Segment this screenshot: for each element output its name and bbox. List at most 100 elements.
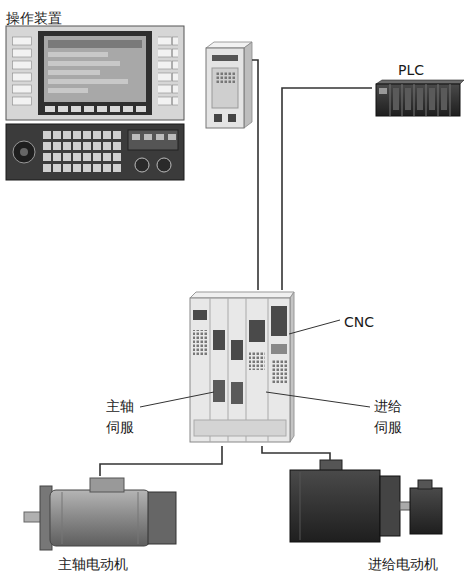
operator-keyboard	[13, 141, 35, 163]
feed-motor	[410, 488, 442, 534]
drive-rack	[249, 320, 265, 342]
operator-screen	[48, 70, 100, 75]
feed-motor	[300, 472, 301, 540]
operator-keyboard	[144, 134, 152, 140]
cable	[100, 446, 222, 476]
device-group: PLC	[372, 58, 464, 120]
operator-keyboard	[157, 158, 171, 172]
pcu-module	[212, 55, 238, 61]
label-holder: 进给 伺服	[374, 396, 406, 438]
operator-keyboard	[20, 148, 28, 156]
operator-screen	[6, 26, 184, 120]
operator-screen	[158, 36, 178, 108]
device-label: 进给电动机	[368, 555, 438, 573]
operator-keyboard	[6, 124, 184, 180]
part-name: 主轴 伺服	[106, 396, 138, 438]
spindle-motor	[50, 490, 150, 546]
operator-keyboard	[6, 124, 184, 180]
device-label: 操作装置	[6, 9, 62, 27]
drive-rack	[193, 310, 207, 320]
plc-unit	[414, 84, 415, 116]
plc-unit	[450, 84, 451, 116]
feed-motor	[290, 460, 442, 542]
feed-motor	[290, 470, 380, 542]
leader-line	[140, 320, 370, 407]
cable	[282, 88, 372, 290]
drive-rack	[290, 292, 294, 442]
drive-rack	[249, 352, 265, 370]
leader-line	[289, 320, 340, 334]
spindle-motor	[90, 478, 124, 492]
device-label: CNC	[344, 313, 374, 331]
label-holder: 主轴 伺服	[106, 396, 138, 438]
operator-screen	[44, 36, 146, 102]
operator-screen	[44, 105, 148, 113]
device-label: PLC	[398, 61, 424, 79]
device-label: 主轴电动机	[58, 555, 128, 573]
operator-screen	[6, 26, 184, 120]
drive-rack	[190, 298, 290, 442]
leader-line	[140, 392, 214, 407]
pcu-module	[228, 114, 236, 122]
spindle-motor	[24, 512, 42, 522]
plc-unit	[438, 84, 439, 116]
cable	[252, 60, 258, 290]
drive-rack	[271, 306, 287, 336]
drive-rack	[213, 330, 225, 350]
drive-rack	[190, 292, 294, 442]
operator-screen	[48, 88, 88, 93]
pcu-module	[206, 48, 244, 128]
feed-motor	[380, 476, 400, 536]
plc-unit	[379, 88, 387, 94]
plc-unit	[429, 88, 435, 110]
cable	[262, 446, 330, 460]
drive-rack	[231, 382, 243, 404]
operator-screen	[48, 52, 108, 57]
part-name: 进给 伺服	[374, 396, 406, 438]
drive-rack	[190, 292, 294, 298]
operator-keyboard	[156, 134, 164, 140]
operator-screen	[48, 79, 128, 84]
pcu-module	[244, 42, 252, 128]
operator-screen	[48, 40, 142, 48]
plc-unit	[376, 80, 464, 84]
spindle-motor	[148, 492, 176, 544]
operator-screen	[12, 36, 32, 108]
device-group: 进给电动机	[282, 460, 450, 576]
operator-keyboard	[128, 130, 178, 150]
feed-motor	[418, 480, 432, 489]
plc-unit	[402, 84, 403, 116]
operator-screen	[48, 61, 120, 66]
drive-rack	[194, 420, 286, 436]
plc-unit	[405, 88, 411, 110]
pcu-module	[214, 114, 222, 122]
plc-unit	[376, 84, 460, 116]
pcu-module	[212, 68, 238, 108]
pcu-module	[206, 42, 252, 128]
drive-rack	[271, 360, 287, 384]
spindle-motor	[62, 492, 63, 544]
plc-unit	[390, 84, 391, 116]
leader-line	[266, 392, 370, 407]
operator-keyboard	[168, 134, 176, 140]
drive-rack	[193, 330, 207, 356]
drive-rack	[213, 380, 225, 402]
plc-unit	[393, 88, 399, 110]
plc-unit	[426, 84, 427, 116]
drive-rack	[271, 344, 287, 354]
operator-keyboard	[132, 134, 140, 140]
pcu-module	[215, 72, 235, 84]
spindle-motor	[24, 478, 176, 550]
plc-unit	[417, 88, 423, 110]
operator-keyboard	[135, 158, 149, 172]
device-group: 操作装置	[4, 8, 252, 186]
device-group: 主轴电动机	[22, 476, 182, 576]
plc-unit	[376, 80, 464, 116]
spindle-motor	[138, 492, 139, 544]
device-group: CNC	[188, 290, 379, 446]
operator-screen	[38, 31, 152, 115]
